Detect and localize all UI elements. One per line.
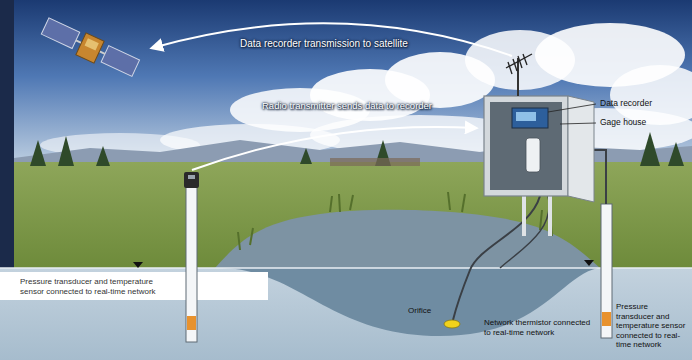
antenna <box>506 54 532 74</box>
arrow-label: Radio transmitter sends data to recorder <box>262 100 432 111</box>
part-label: Gage house <box>600 117 646 127</box>
stream-surface <box>215 210 600 268</box>
water-level-marker <box>584 260 594 266</box>
water-level-marker <box>133 262 143 268</box>
leader-line <box>560 123 596 124</box>
label-box: Pressure transducer and temperature sens… <box>0 274 182 300</box>
fence <box>330 158 420 166</box>
edge-strip <box>0 0 14 268</box>
monitoring-well <box>601 204 612 338</box>
part-label: Data recorder <box>600 98 652 108</box>
leader-line <box>548 104 596 112</box>
radio-arrow <box>192 127 476 170</box>
gage-house <box>484 58 594 236</box>
ground-section <box>0 268 692 360</box>
sensor-label: Pressure transducer and temperature sens… <box>20 277 178 296</box>
monitoring-well <box>184 172 199 342</box>
sensor-label: Pressure transducer and temperature sens… <box>616 302 688 350</box>
part-label: Network thermistor connected to real-tim… <box>484 318 596 337</box>
arrow-label: Data recorder transmission to satellite <box>240 38 408 50</box>
orifice-symbol <box>444 320 460 328</box>
transmission-arrow <box>152 23 512 56</box>
cable <box>500 196 549 268</box>
satellite <box>40 16 141 80</box>
reeds <box>238 192 552 250</box>
label-band <box>0 272 268 300</box>
water-surface-line <box>0 267 692 269</box>
cable <box>453 196 540 320</box>
part-label: Orifice <box>408 306 431 316</box>
